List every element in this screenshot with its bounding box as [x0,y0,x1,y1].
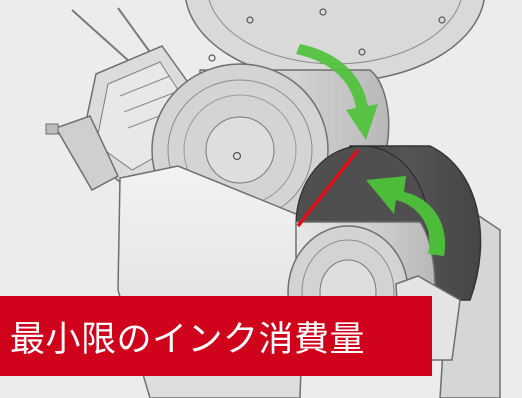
bolt-icon [358,48,366,56]
curved-arrow-clockwise-icon [296,44,378,140]
bolt-icon [319,8,327,16]
bolt-icon [246,16,254,24]
caption-banner: 最小限のインク消費量 [0,296,432,376]
nip-contact-line [296,148,360,228]
bolt-icon [208,54,216,62]
caption-text: 最小限のインク消費量 [10,319,366,360]
bolt-icon [438,16,446,24]
curved-arrow-counterclockwise-icon [366,176,446,256]
